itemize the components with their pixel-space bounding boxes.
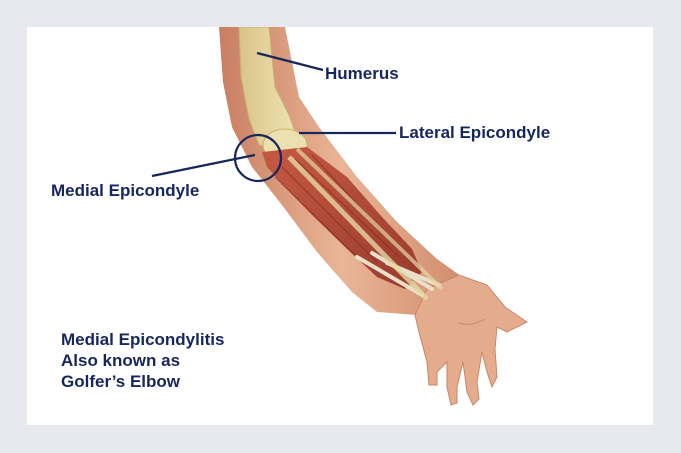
- caption-line-3: Golfer’s Elbow: [61, 371, 224, 392]
- lateral-epicondyle-label: Lateral Epicondyle: [399, 123, 550, 143]
- condition-caption: Medial Epicondylitis Also known as Golfe…: [61, 329, 224, 392]
- medial-epicondyle-label: Medial Epicondyle: [51, 181, 199, 201]
- content-card: Humerus Lateral Epicondyle Medial Epicon…: [27, 27, 653, 425]
- hand: [415, 275, 527, 405]
- caption-line-1: Medial Epicondylitis: [61, 329, 224, 350]
- caption-line-2: Also known as: [61, 350, 224, 371]
- humerus-label: Humerus: [325, 64, 399, 84]
